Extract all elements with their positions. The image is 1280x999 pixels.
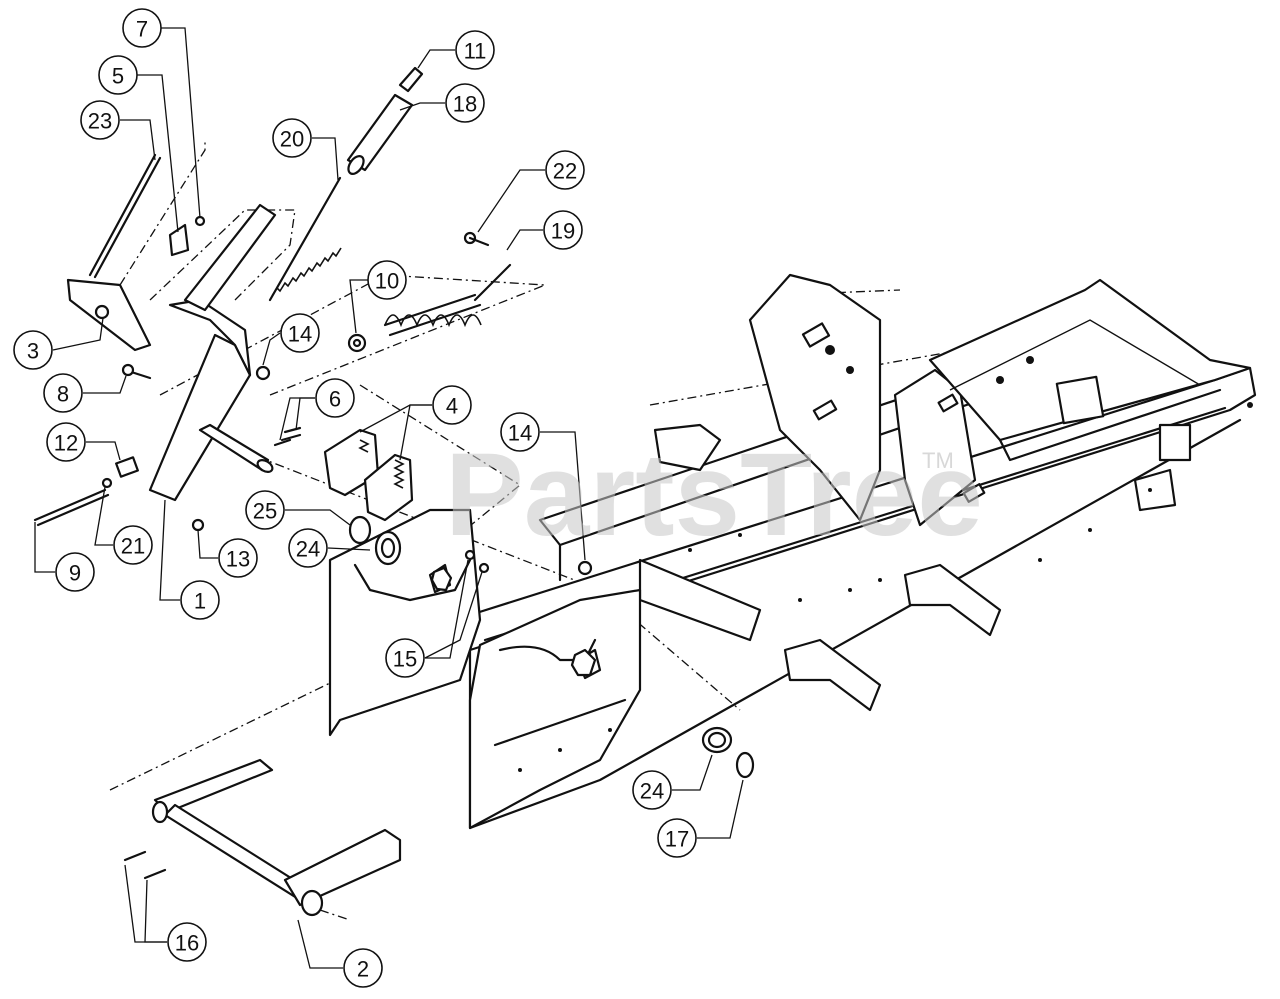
callout-number: 2 bbox=[357, 957, 369, 982]
callout-9: 9 bbox=[55, 552, 95, 592]
callout-number: 6 bbox=[329, 387, 341, 412]
mounting-brackets bbox=[273, 426, 414, 522]
callout-circle bbox=[218, 538, 258, 578]
callout-circle bbox=[343, 948, 383, 988]
callout-number: 7 bbox=[136, 17, 148, 42]
callout-circle bbox=[272, 118, 312, 158]
callout-number: 22 bbox=[553, 159, 577, 184]
callout-circle bbox=[367, 260, 407, 300]
callout-number: 24 bbox=[640, 779, 664, 804]
callout-18: 18 bbox=[445, 83, 485, 123]
callout-number: 5 bbox=[112, 64, 124, 89]
callout-circle bbox=[632, 770, 672, 810]
callout-10: 10 bbox=[367, 260, 407, 300]
spring-parts bbox=[268, 66, 512, 353]
bushings-middle bbox=[348, 515, 593, 576]
callout-11: 11 bbox=[455, 30, 495, 70]
callout-circle bbox=[280, 313, 320, 353]
callout-circle bbox=[500, 412, 540, 452]
callout-12: 12 bbox=[46, 422, 86, 462]
watermark-text: PartsTree bbox=[445, 429, 983, 561]
callout-number: 16 bbox=[175, 931, 199, 956]
callout-number: 9 bbox=[69, 561, 81, 586]
bushings-right bbox=[701, 726, 755, 779]
callout-21: 21 bbox=[113, 525, 153, 565]
callout-number: 23 bbox=[88, 109, 112, 134]
callout-14: 14 bbox=[500, 412, 540, 452]
callout-number: 1 bbox=[194, 589, 206, 614]
callout-24: 24 bbox=[288, 528, 328, 568]
callout-circle bbox=[445, 83, 485, 123]
frame-holes bbox=[518, 345, 1253, 772]
callout-circle bbox=[545, 150, 585, 190]
callout-circle bbox=[80, 100, 120, 140]
callout-number: 24 bbox=[296, 537, 320, 562]
chassis-frame bbox=[328, 273, 1257, 830]
callout-circle bbox=[13, 330, 53, 370]
callout-2: 2 bbox=[343, 948, 383, 988]
callout-3: 3 bbox=[13, 330, 53, 370]
callout-circle bbox=[543, 210, 583, 250]
callout-circle bbox=[432, 385, 472, 425]
callout-4: 4 bbox=[432, 385, 472, 425]
callout-number: 19 bbox=[551, 219, 575, 244]
callout-14: 14 bbox=[280, 313, 320, 353]
callout-19: 19 bbox=[543, 210, 583, 250]
callout-number: 17 bbox=[665, 827, 689, 852]
callout-circle bbox=[167, 922, 207, 962]
callout-number: 3 bbox=[27, 339, 39, 364]
callout-15: 15 bbox=[385, 638, 425, 678]
callout-23: 23 bbox=[80, 100, 120, 140]
callout-circle bbox=[245, 490, 285, 530]
callout-circle bbox=[55, 552, 95, 592]
callout-number: 11 bbox=[464, 39, 487, 64]
callout-number: 14 bbox=[288, 322, 312, 347]
callout-7: 7 bbox=[122, 8, 162, 48]
callout-1: 1 bbox=[180, 580, 220, 620]
callout-25: 25 bbox=[245, 490, 285, 530]
callout-number: 21 bbox=[121, 534, 145, 559]
callout-17: 17 bbox=[657, 818, 697, 858]
callout-circle bbox=[46, 422, 86, 462]
callout-circle bbox=[122, 8, 162, 48]
callout-5: 5 bbox=[98, 55, 138, 95]
callout-22: 22 bbox=[545, 150, 585, 190]
callout-circle bbox=[385, 638, 425, 678]
callout-circle bbox=[657, 818, 697, 858]
callout-6: 6 bbox=[315, 378, 355, 418]
callout-number: 4 bbox=[446, 394, 458, 419]
leader-lines bbox=[34, 27, 744, 969]
callout-number: 12 bbox=[54, 431, 78, 456]
callout-number: 20 bbox=[280, 127, 304, 152]
callout-circle bbox=[113, 525, 153, 565]
callout-number: 25 bbox=[253, 499, 277, 524]
callout-13: 13 bbox=[218, 538, 258, 578]
callout-circle bbox=[98, 55, 138, 95]
axle-assembly bbox=[123, 758, 402, 917]
callout-circle bbox=[288, 528, 328, 568]
callout-16: 16 bbox=[167, 922, 207, 962]
watermark: PartsTree TM bbox=[445, 429, 983, 561]
callout-20: 20 bbox=[272, 118, 312, 158]
watermark-trademark: TM bbox=[922, 448, 954, 473]
callout-8: 8 bbox=[43, 373, 83, 413]
callout-number: 15 bbox=[393, 647, 417, 672]
callout-number: 18 bbox=[453, 92, 477, 117]
callout-number: 8 bbox=[57, 382, 69, 407]
callout-number: 14 bbox=[508, 421, 532, 446]
callout-circle bbox=[180, 580, 220, 620]
lift-lever-assembly bbox=[33, 153, 277, 532]
callout-number: 13 bbox=[226, 547, 250, 572]
callout-circle bbox=[315, 378, 355, 418]
callout-circle bbox=[455, 30, 495, 70]
callout-number: 10 bbox=[375, 269, 399, 294]
callout-24: 24 bbox=[632, 770, 672, 810]
callout-circle bbox=[43, 373, 83, 413]
